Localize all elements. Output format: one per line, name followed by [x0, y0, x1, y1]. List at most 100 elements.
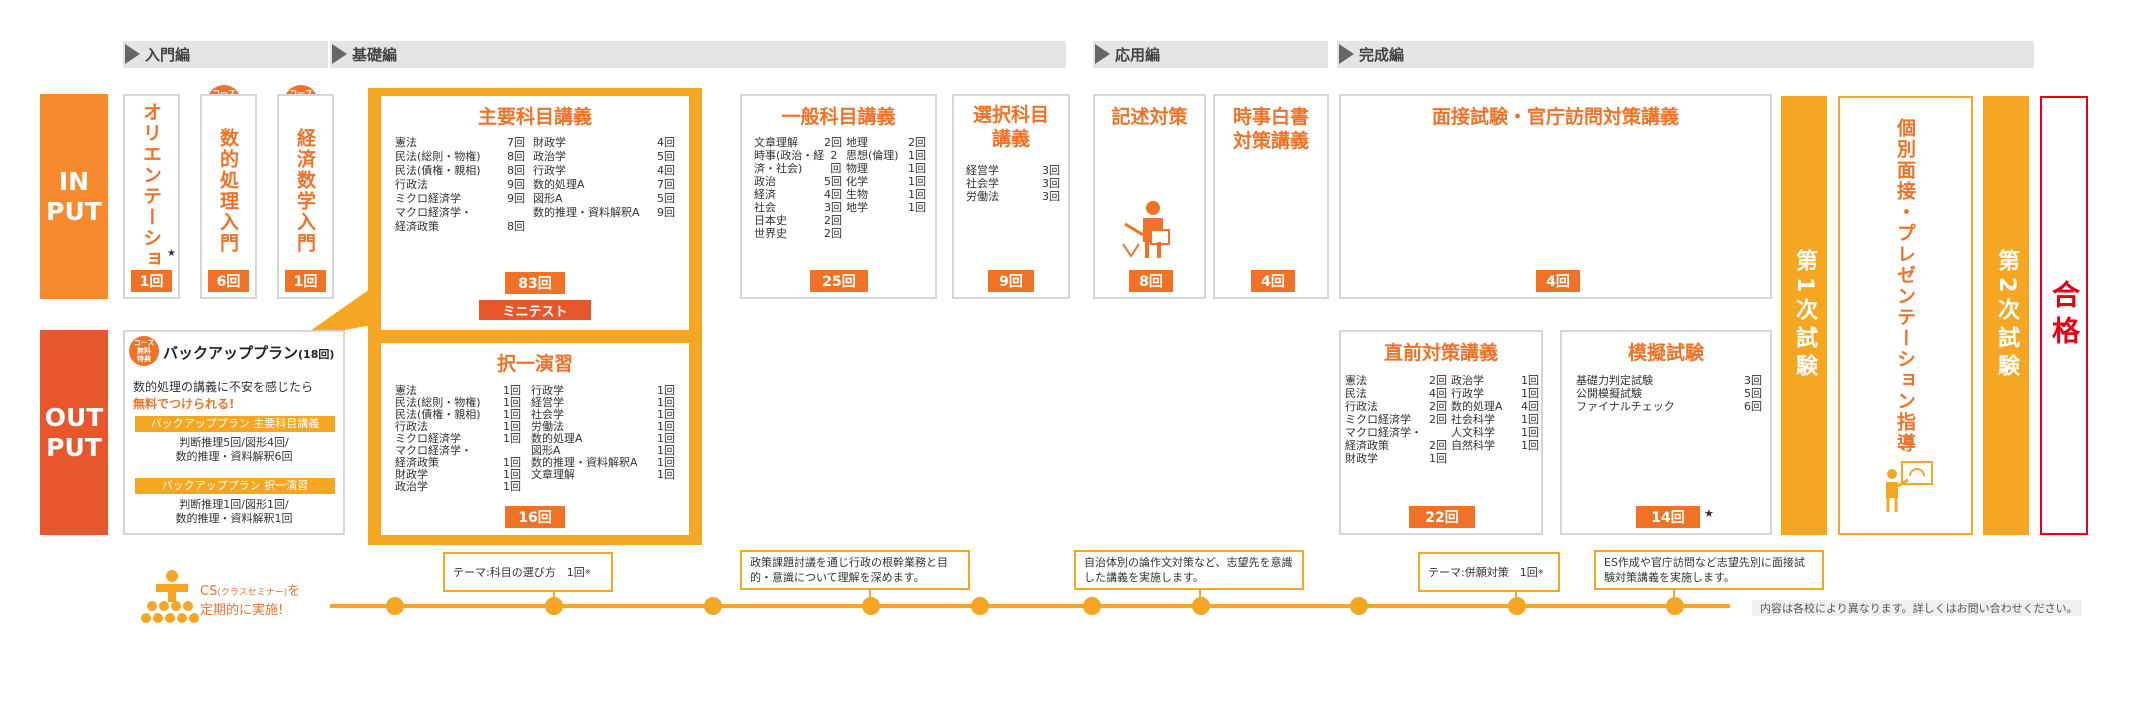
item-count: 2回 — [824, 136, 842, 149]
backup-plan1-label: バックアッププラン 主要科目講義 — [135, 416, 335, 432]
timeline-line — [330, 604, 1730, 608]
item-count: 4回 — [824, 188, 842, 201]
item-count: 1回 — [657, 456, 675, 469]
item-name: 図形A — [533, 192, 563, 205]
item-count: 4回 — [1521, 400, 1539, 413]
item-count: 3回 — [1042, 177, 1060, 190]
item-count: 2回 — [1429, 400, 1447, 413]
item-name: 経営学 — [966, 164, 999, 177]
timeline-dot — [1666, 597, 1684, 615]
timeline-note: ES作成や官庁訪問など志望先別に面接試験対策講義を実施します。 — [1594, 550, 1824, 590]
list-item: 民法(債権・親相)8回 — [395, 164, 525, 178]
item-count: 8回 — [507, 164, 525, 177]
item-count: 2回 — [830, 149, 842, 175]
timeline-note: 政策課題討議を通じ行政の根幹業務と目的・意識について理解を深めます。 — [740, 550, 970, 590]
item-count: 1回 — [503, 420, 521, 433]
essay-box: 記述対策 8回 — [1093, 94, 1206, 299]
item-name: 政治学 — [533, 150, 566, 163]
list-item: 時事(政治・経済・社会)2回 — [754, 149, 842, 175]
item-count: 1回 — [1521, 413, 1539, 426]
item-count: 8回 — [507, 220, 525, 233]
item-name: 労働法 — [966, 190, 999, 203]
item-name: 民法(総則・物権) — [395, 396, 481, 409]
item-name: マクロ経済学・ — [395, 444, 472, 457]
item-name: 思想(倫理) — [846, 149, 899, 162]
item-count: 2回 — [824, 214, 842, 227]
timeline-dot — [704, 597, 722, 615]
item-count: 9回 — [657, 206, 675, 219]
item-name: マクロ経済学・ — [395, 206, 472, 219]
whitepaper-box: 時事白書対策講義 4回 — [1213, 94, 1329, 299]
item-count: 5回 — [1744, 387, 1762, 400]
second-exam-label: 第2次試験 — [1983, 96, 2029, 535]
item-name: 基礎力判定試験 — [1576, 374, 1653, 387]
item-name: 行政学 — [533, 164, 566, 177]
item-count: 3回 — [824, 201, 842, 214]
item-count: 1回 — [657, 468, 675, 481]
general-count: 25回 — [810, 270, 868, 292]
item-name: 数的処理A — [533, 178, 585, 191]
item-name: 図形A — [531, 444, 561, 457]
item-count: 2回 — [1429, 413, 1447, 426]
item-name: 経済政策 — [1345, 439, 1389, 452]
list-item: 民法(債権・親相)1回 — [395, 409, 521, 421]
phase-header-complete: 完成編 — [1337, 41, 2034, 68]
personal-interview-box: 個別面接・プレゼンテーション指導 — [1838, 96, 1973, 535]
item-count: 3回 — [1042, 164, 1060, 177]
final-count: 22回 — [1409, 506, 1475, 528]
item-count: 1回 — [657, 432, 675, 445]
mock-count: 14回 — [1636, 506, 1700, 528]
item-name: 憲法 — [395, 136, 417, 149]
list-item: 数的処理A 1回 — [531, 433, 675, 445]
item-count: 1回 — [908, 175, 926, 188]
list-item: マクロ経済学・ — [1345, 426, 1447, 439]
item-count: 1回 — [503, 408, 521, 421]
list-item: 思想(倫理) 1回 — [846, 149, 926, 162]
item-name: 地理 — [846, 136, 868, 149]
first-exam-label: 第1次試験 — [1781, 96, 1827, 535]
timeline-dot — [971, 597, 989, 615]
list-item: 民法(総則・物権)1回 — [395, 397, 521, 409]
item-count: 1回 — [503, 480, 521, 493]
list-item: マクロ経済学・ — [395, 445, 521, 457]
item-count: 1回 — [1429, 452, 1447, 465]
item-name: 日本史 — [754, 214, 787, 227]
item-count: 1回 — [1521, 387, 1539, 400]
list-item: マクロ経済学・ — [395, 206, 525, 220]
item-count: 1回 — [503, 384, 521, 397]
pass-box: 合格 — [2040, 96, 2088, 535]
timeline-dot — [1350, 597, 1368, 615]
item-name: 数的処理A — [531, 432, 583, 445]
item-count: 2回 — [824, 227, 842, 240]
timeline-dot — [386, 597, 404, 615]
intro-econmath-box: 経済数学入門 1回 — [277, 94, 334, 299]
item-count: 1回 — [908, 162, 926, 175]
backup-plan2-detail: 判断推理1回/図形1回/数的推理・資料解釈1回 — [175, 498, 293, 525]
seminar-text: CS(クラスセミナー)を 定期的に実施! — [200, 584, 301, 618]
item-count: 1回 — [908, 149, 926, 162]
item-name: 経済政策 — [395, 220, 439, 233]
timeline-note: テーマ:科目の選び方 1回※ — [443, 552, 613, 592]
